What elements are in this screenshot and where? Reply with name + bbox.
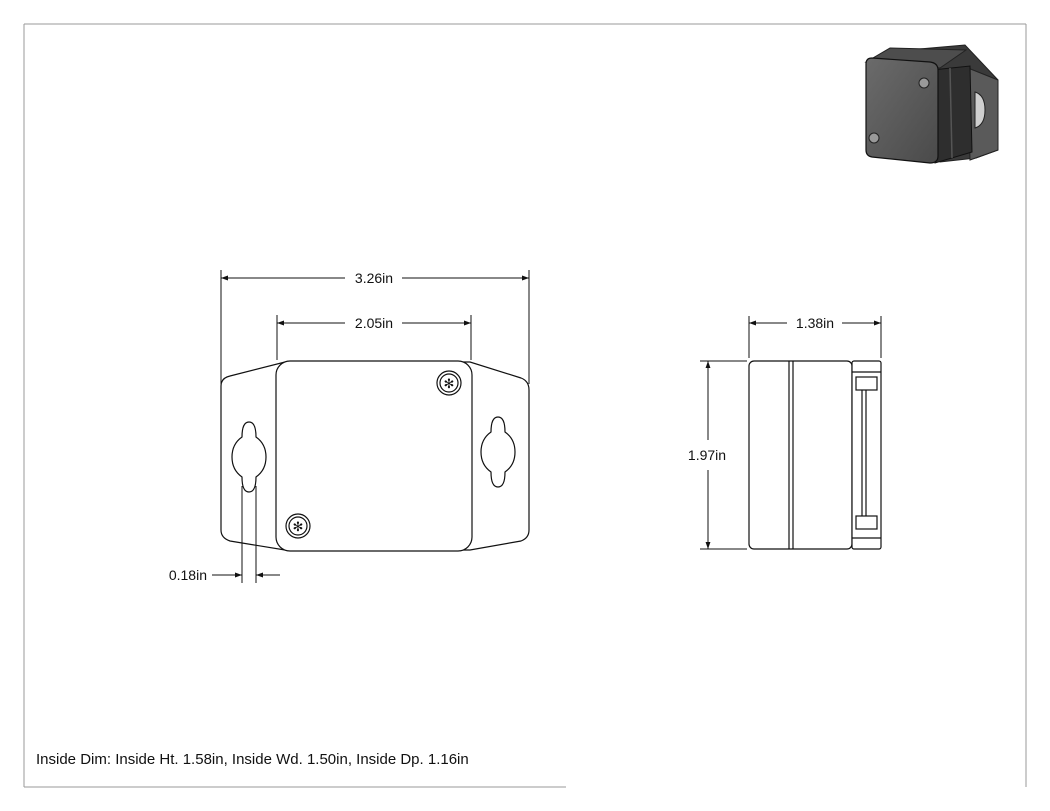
dim-slot-width bbox=[212, 486, 280, 583]
front-view: ✻ ✻ bbox=[220, 360, 530, 552]
dim-side-depth bbox=[748, 316, 882, 358]
torx-screw-icon: ✻ bbox=[285, 513, 311, 539]
keyhole-slot-right bbox=[480, 416, 516, 488]
dim-side-height-label: 1.97in bbox=[688, 447, 726, 463]
side-view bbox=[748, 360, 882, 550]
keyhole-slot-left bbox=[231, 421, 267, 493]
dim-side-height bbox=[700, 360, 747, 550]
svg-text:✻: ✻ bbox=[444, 377, 455, 392]
inside-dimensions-note: Inside Dim: Inside Ht. 1.58in, Inside Wd… bbox=[36, 751, 469, 768]
dim-slot-width-label: 0.18in bbox=[169, 567, 207, 583]
side-body bbox=[748, 360, 853, 550]
dim-body-width-label: 2.05in bbox=[355, 315, 393, 331]
svg-text:✻: ✻ bbox=[293, 520, 304, 535]
dim-side-depth-label: 1.38in bbox=[796, 315, 834, 331]
torx-screw-icon: ✻ bbox=[436, 370, 462, 396]
enclosure-body bbox=[275, 360, 473, 552]
dim-overall-width bbox=[220, 270, 530, 384]
mounting-flange bbox=[220, 361, 530, 551]
enclosure-3d-icon bbox=[864, 44, 999, 164]
sheet-border bbox=[23, 23, 1027, 788]
dim-body-width bbox=[276, 315, 472, 360]
dim-overall-width-label: 3.26in bbox=[355, 270, 393, 286]
